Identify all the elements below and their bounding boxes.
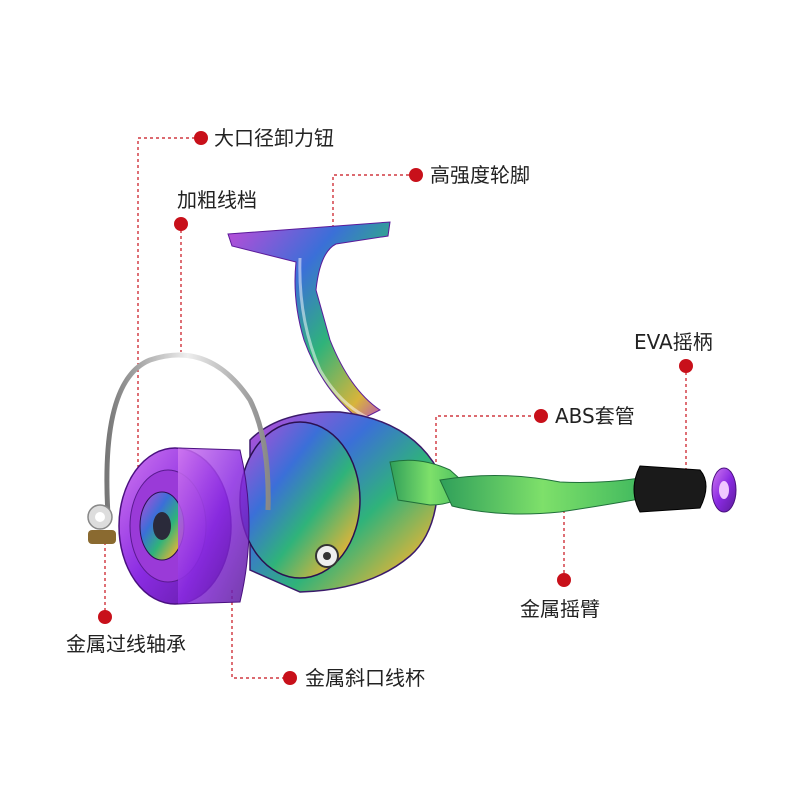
dot-sleeve — [534, 409, 548, 423]
callout-handle: EVA摇柄 — [634, 330, 713, 354]
dot-bearing — [98, 610, 112, 624]
dot-knob — [194, 131, 208, 145]
callout-arm: 金属摇臂 — [520, 597, 600, 621]
leader-sleeve — [435, 415, 537, 462]
dot-handle — [679, 359, 693, 373]
leader-spool — [231, 590, 286, 679]
callout-foot: 高强度轮脚 — [430, 163, 530, 187]
callout-sleeve: ABS套管 — [555, 404, 635, 428]
leader-knob — [137, 137, 196, 552]
dot-foot — [409, 168, 423, 182]
callout-bail: 加粗线档 — [177, 188, 257, 212]
dot-bail — [174, 217, 188, 231]
callout-bearing: 金属过线轴承 — [66, 632, 186, 656]
leader-foot — [332, 174, 410, 228]
reel — [87, 221, 737, 605]
dot-spool — [283, 671, 297, 685]
leader-lines — [104, 137, 687, 679]
marker-dots — [98, 131, 693, 685]
dot-arm — [557, 573, 571, 587]
callout-spool: 金属斜口线杯 — [305, 666, 425, 690]
callout-knob: 大口径卸力钮 — [214, 126, 334, 150]
